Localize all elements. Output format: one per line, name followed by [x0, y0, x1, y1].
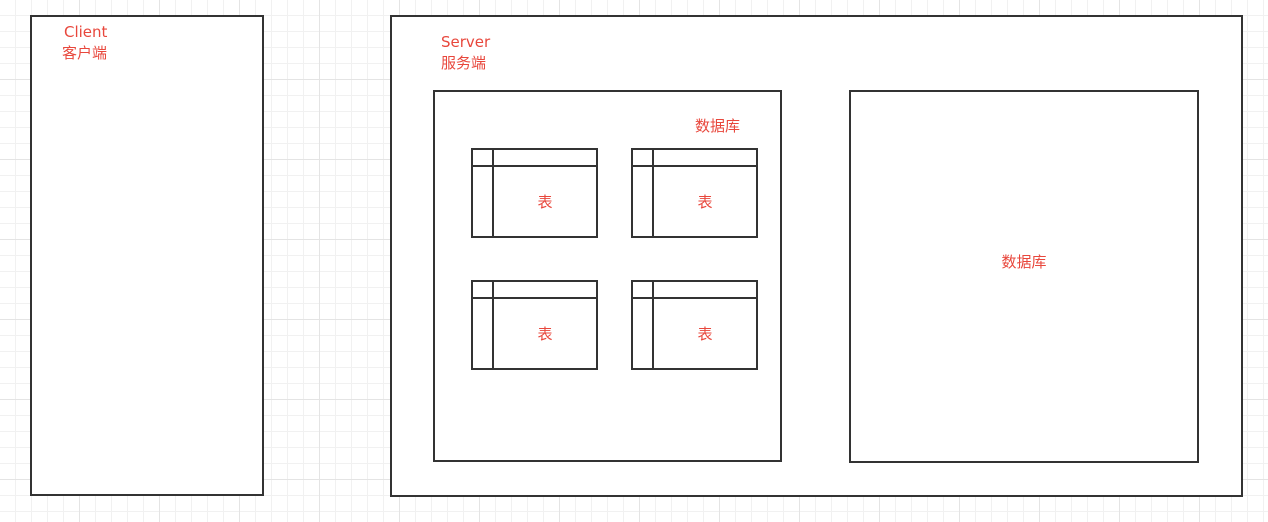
table-4-label: 表: [697, 325, 713, 343]
database-box-2: 数据库: [849, 90, 1199, 463]
table-header-line: [473, 297, 596, 299]
table-column-line: [492, 150, 494, 236]
table-header-line: [633, 165, 756, 167]
client-label-en: Client: [64, 23, 108, 41]
table-1: 表: [471, 148, 598, 238]
client-label-zh: 客户端: [62, 44, 108, 62]
database-1-label: 数据库: [695, 117, 741, 135]
database-2-label: 数据库: [1001, 253, 1047, 271]
table-column-line: [652, 282, 654, 368]
client-box: Client 客户端: [30, 15, 264, 496]
table-column-line: [652, 150, 654, 236]
table-column-line: [492, 282, 494, 368]
server-label-zh: 服务端: [441, 54, 487, 72]
table-2: 表: [631, 148, 758, 238]
table-2-label: 表: [697, 193, 713, 211]
database-box-1: 数据库 表 表 表 表: [433, 90, 782, 462]
table-3-label: 表: [537, 325, 553, 343]
table-header-line: [473, 165, 596, 167]
table-3: 表: [471, 280, 598, 370]
table-1-label: 表: [537, 193, 553, 211]
table-header-line: [633, 297, 756, 299]
table-4: 表: [631, 280, 758, 370]
server-label-en: Server: [441, 33, 491, 51]
server-box: Server 服务端 数据库 表 表 表 表 数据库: [390, 15, 1243, 497]
